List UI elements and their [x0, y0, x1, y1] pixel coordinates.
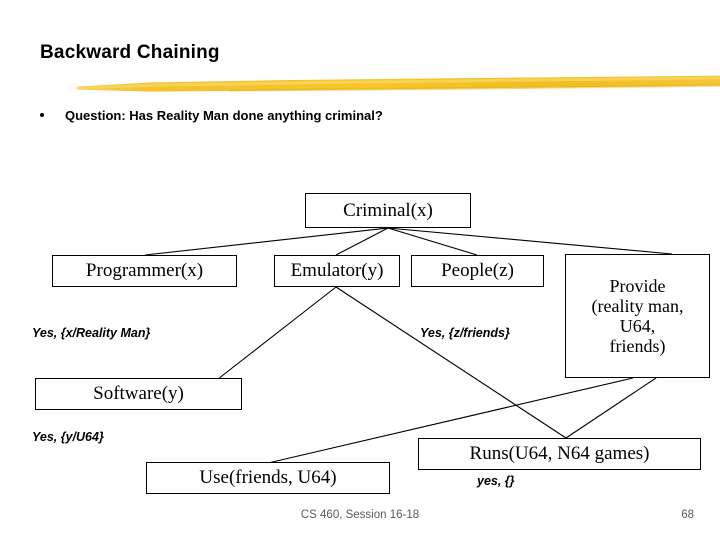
bullet-row: Question: Has Reality Man done anything … [40, 108, 640, 128]
annotation-substitution-y: Yes, {y/U64} [32, 430, 104, 444]
node-criminal[interactable]: Criminal(x) [305, 193, 471, 228]
annotation-substitution-x: Yes, {x/Reality Man} [32, 326, 151, 340]
node-software[interactable]: Software(y) [35, 378, 242, 410]
page-title: Backward Chaining [40, 42, 220, 63]
edge-criminal-programmer [144, 227, 389, 256]
edge-emulator-runs [335, 286, 567, 439]
node-programmer[interactable]: Programmer(x) [52, 255, 237, 287]
annotation-substitution-empty: yes, {} [477, 474, 515, 488]
node-people[interactable]: People(z) [411, 255, 544, 287]
edge-criminal-provide [387, 227, 673, 255]
bullet-dot-icon [40, 113, 44, 117]
node-emulator[interactable]: Emulator(y) [274, 255, 400, 287]
bullet-text: Question: Has Reality Man done anything … [65, 108, 383, 123]
footer-course-session: CS 460, Session 16-18 [300, 509, 420, 521]
edge-criminal-emulator [335, 227, 389, 256]
edge-criminal-people [387, 227, 478, 256]
edge-provide-runs [565, 377, 657, 439]
annotation-substitution-z: Yes, {z/friends} [420, 326, 510, 340]
edge-emulator-software [217, 286, 337, 380]
edge-provide-use [267, 377, 634, 464]
footer-page-number: 68 [681, 509, 694, 521]
node-use[interactable]: Use(friends, U64) [146, 462, 390, 494]
node-provide[interactable]: Provide (reality man, U64, friends) [565, 254, 710, 378]
node-runs[interactable]: Runs(U64, N64 games) [418, 438, 701, 470]
